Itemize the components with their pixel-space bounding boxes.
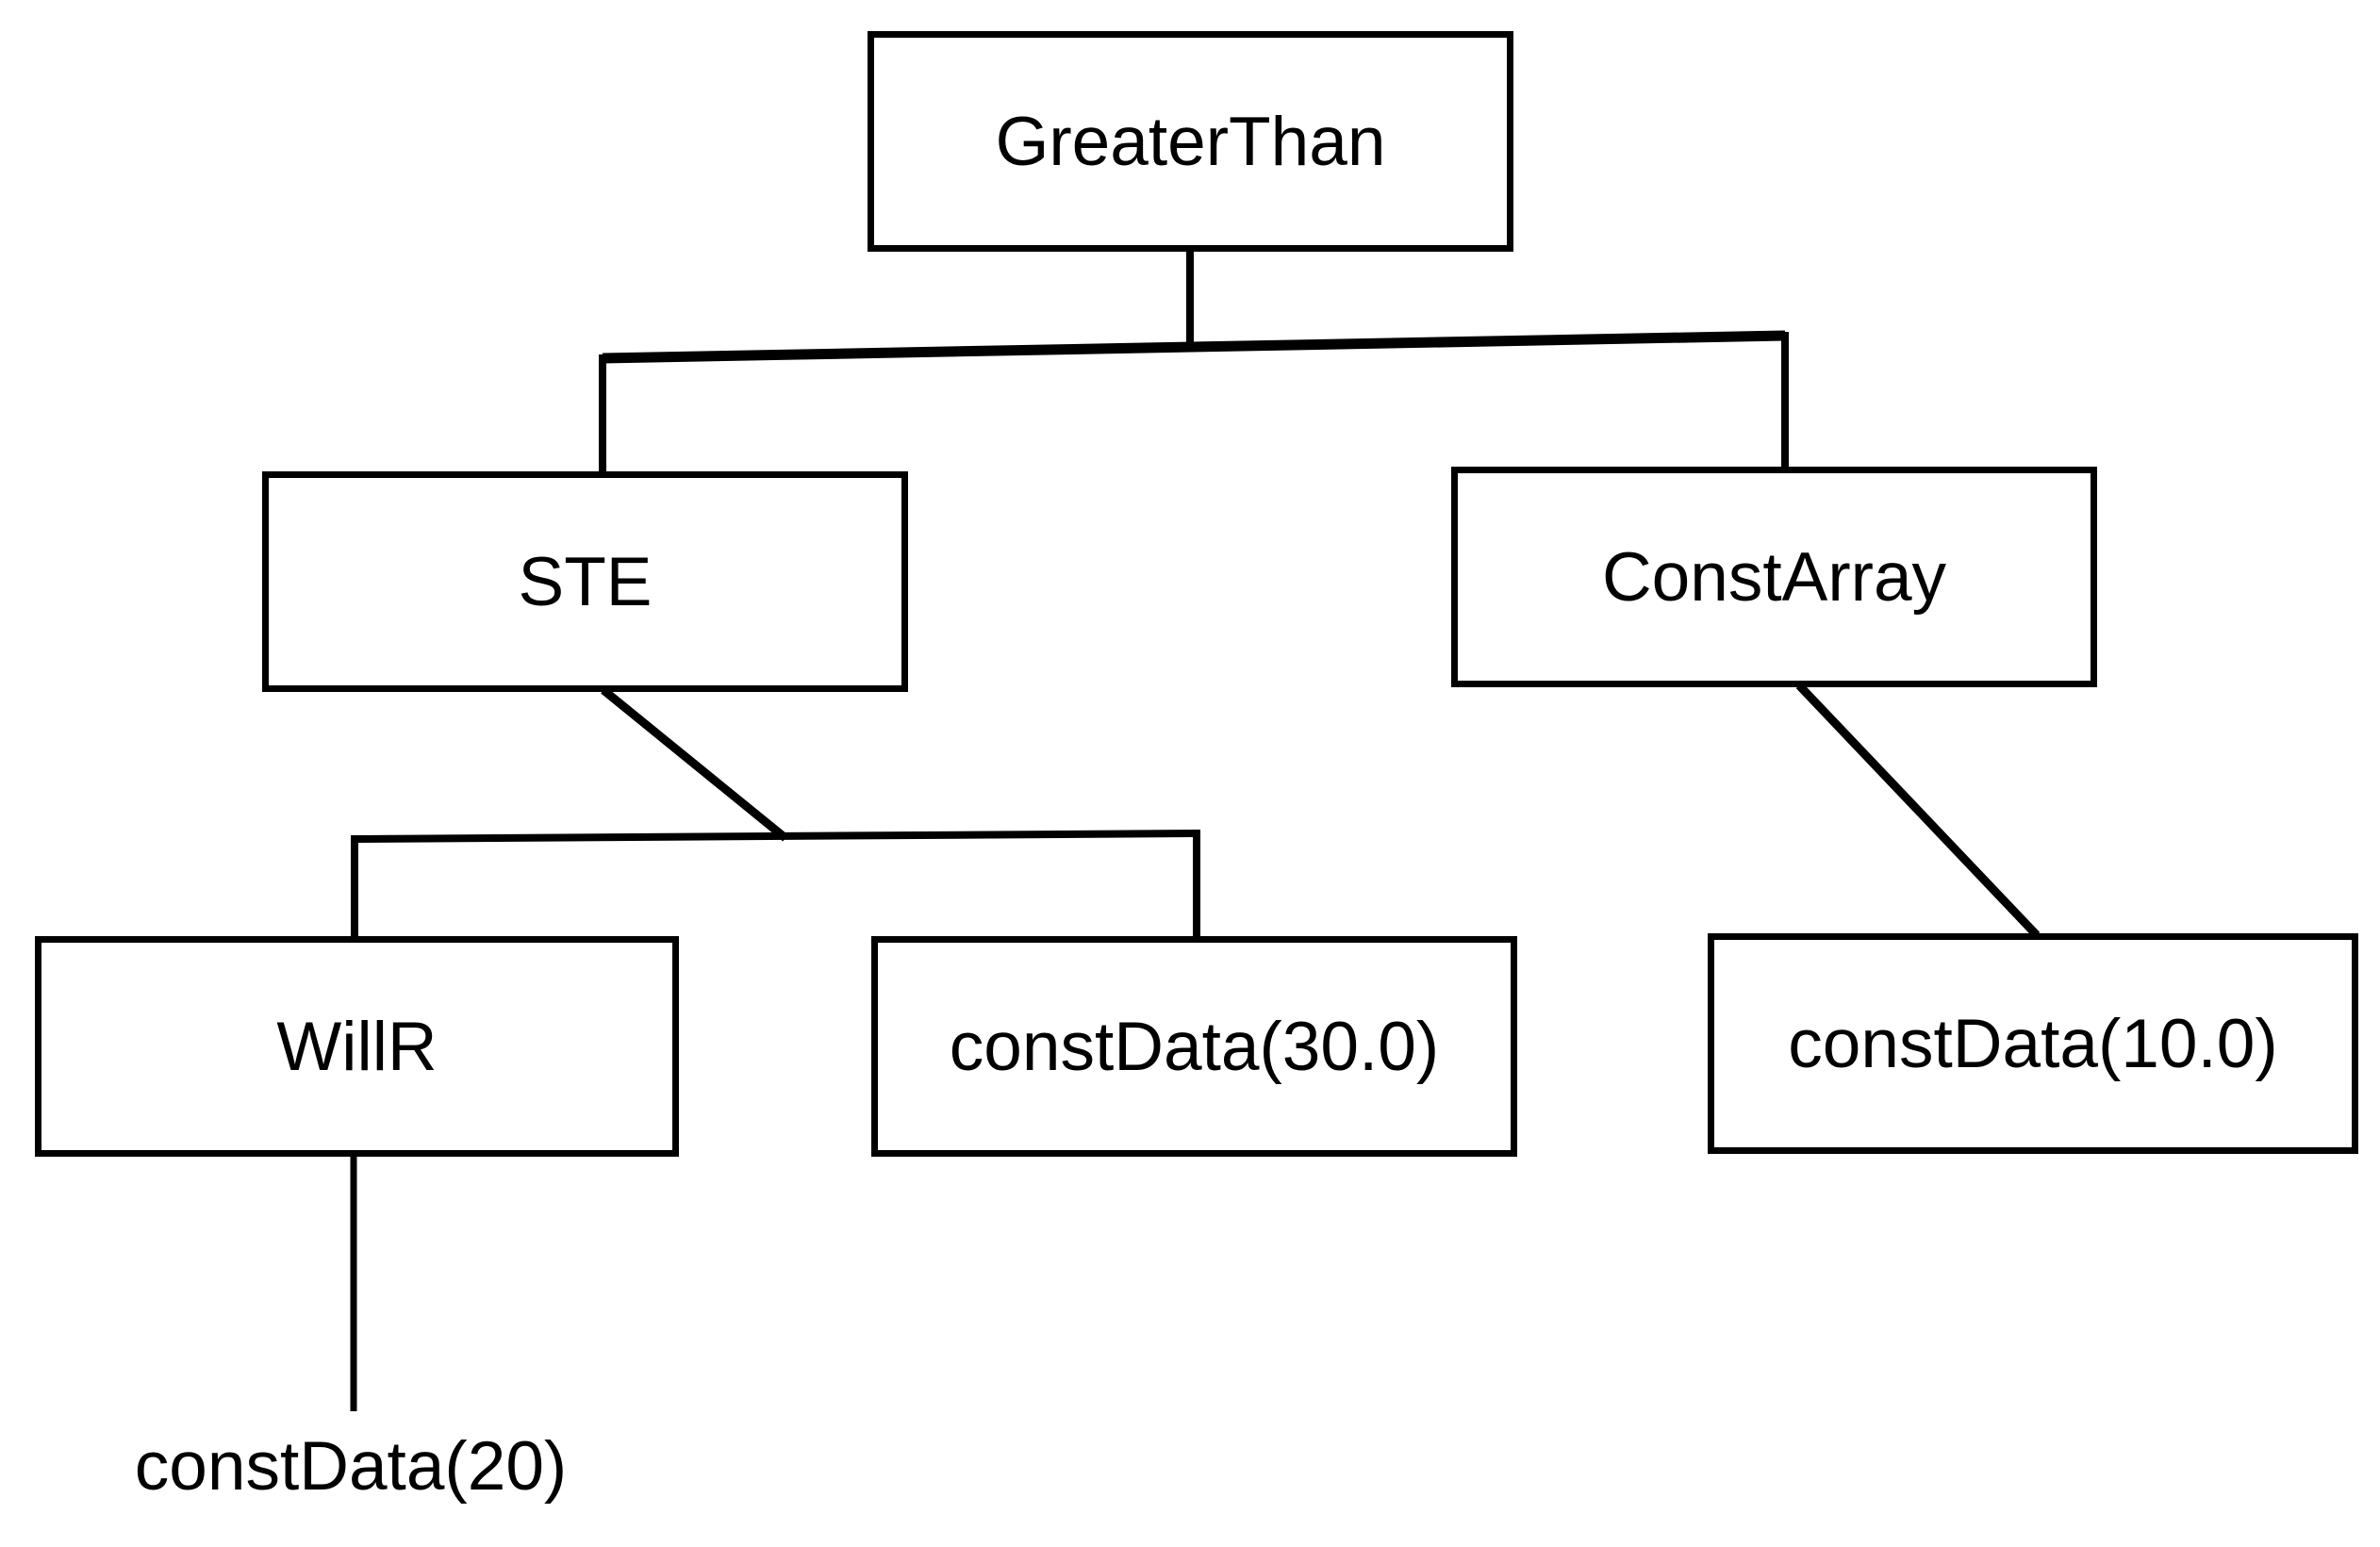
node-willr-label: WillR xyxy=(276,1008,438,1085)
node-constdata20: constData(20) xyxy=(68,1419,634,1513)
node-willr: WillR xyxy=(35,936,679,1157)
node-constarray: ConstArray xyxy=(1451,467,2097,687)
edge-mid-rail xyxy=(354,830,1198,843)
edge-ste-diagonal xyxy=(601,686,788,842)
node-constdata20-label: constData(20) xyxy=(134,1427,568,1505)
edge-top-rail xyxy=(602,330,1786,364)
node-greaterthan: GreaterThan xyxy=(868,31,1513,252)
edge-constarray-diagonal xyxy=(1795,682,2041,939)
node-constdata30-label: constData(30.0) xyxy=(949,1008,1440,1085)
node-constdata10: constData(10.0) xyxy=(1708,933,2358,1154)
node-ste: STE xyxy=(262,471,908,692)
node-constdata30: constData(30.0) xyxy=(871,936,1517,1157)
node-ste-label: STE xyxy=(518,543,653,620)
node-constarray-label: ConstArray xyxy=(1601,538,1947,616)
node-constdata10-label: constData(10.0) xyxy=(1788,1005,2278,1082)
node-greaterthan-label: GreaterThan xyxy=(995,103,1386,180)
